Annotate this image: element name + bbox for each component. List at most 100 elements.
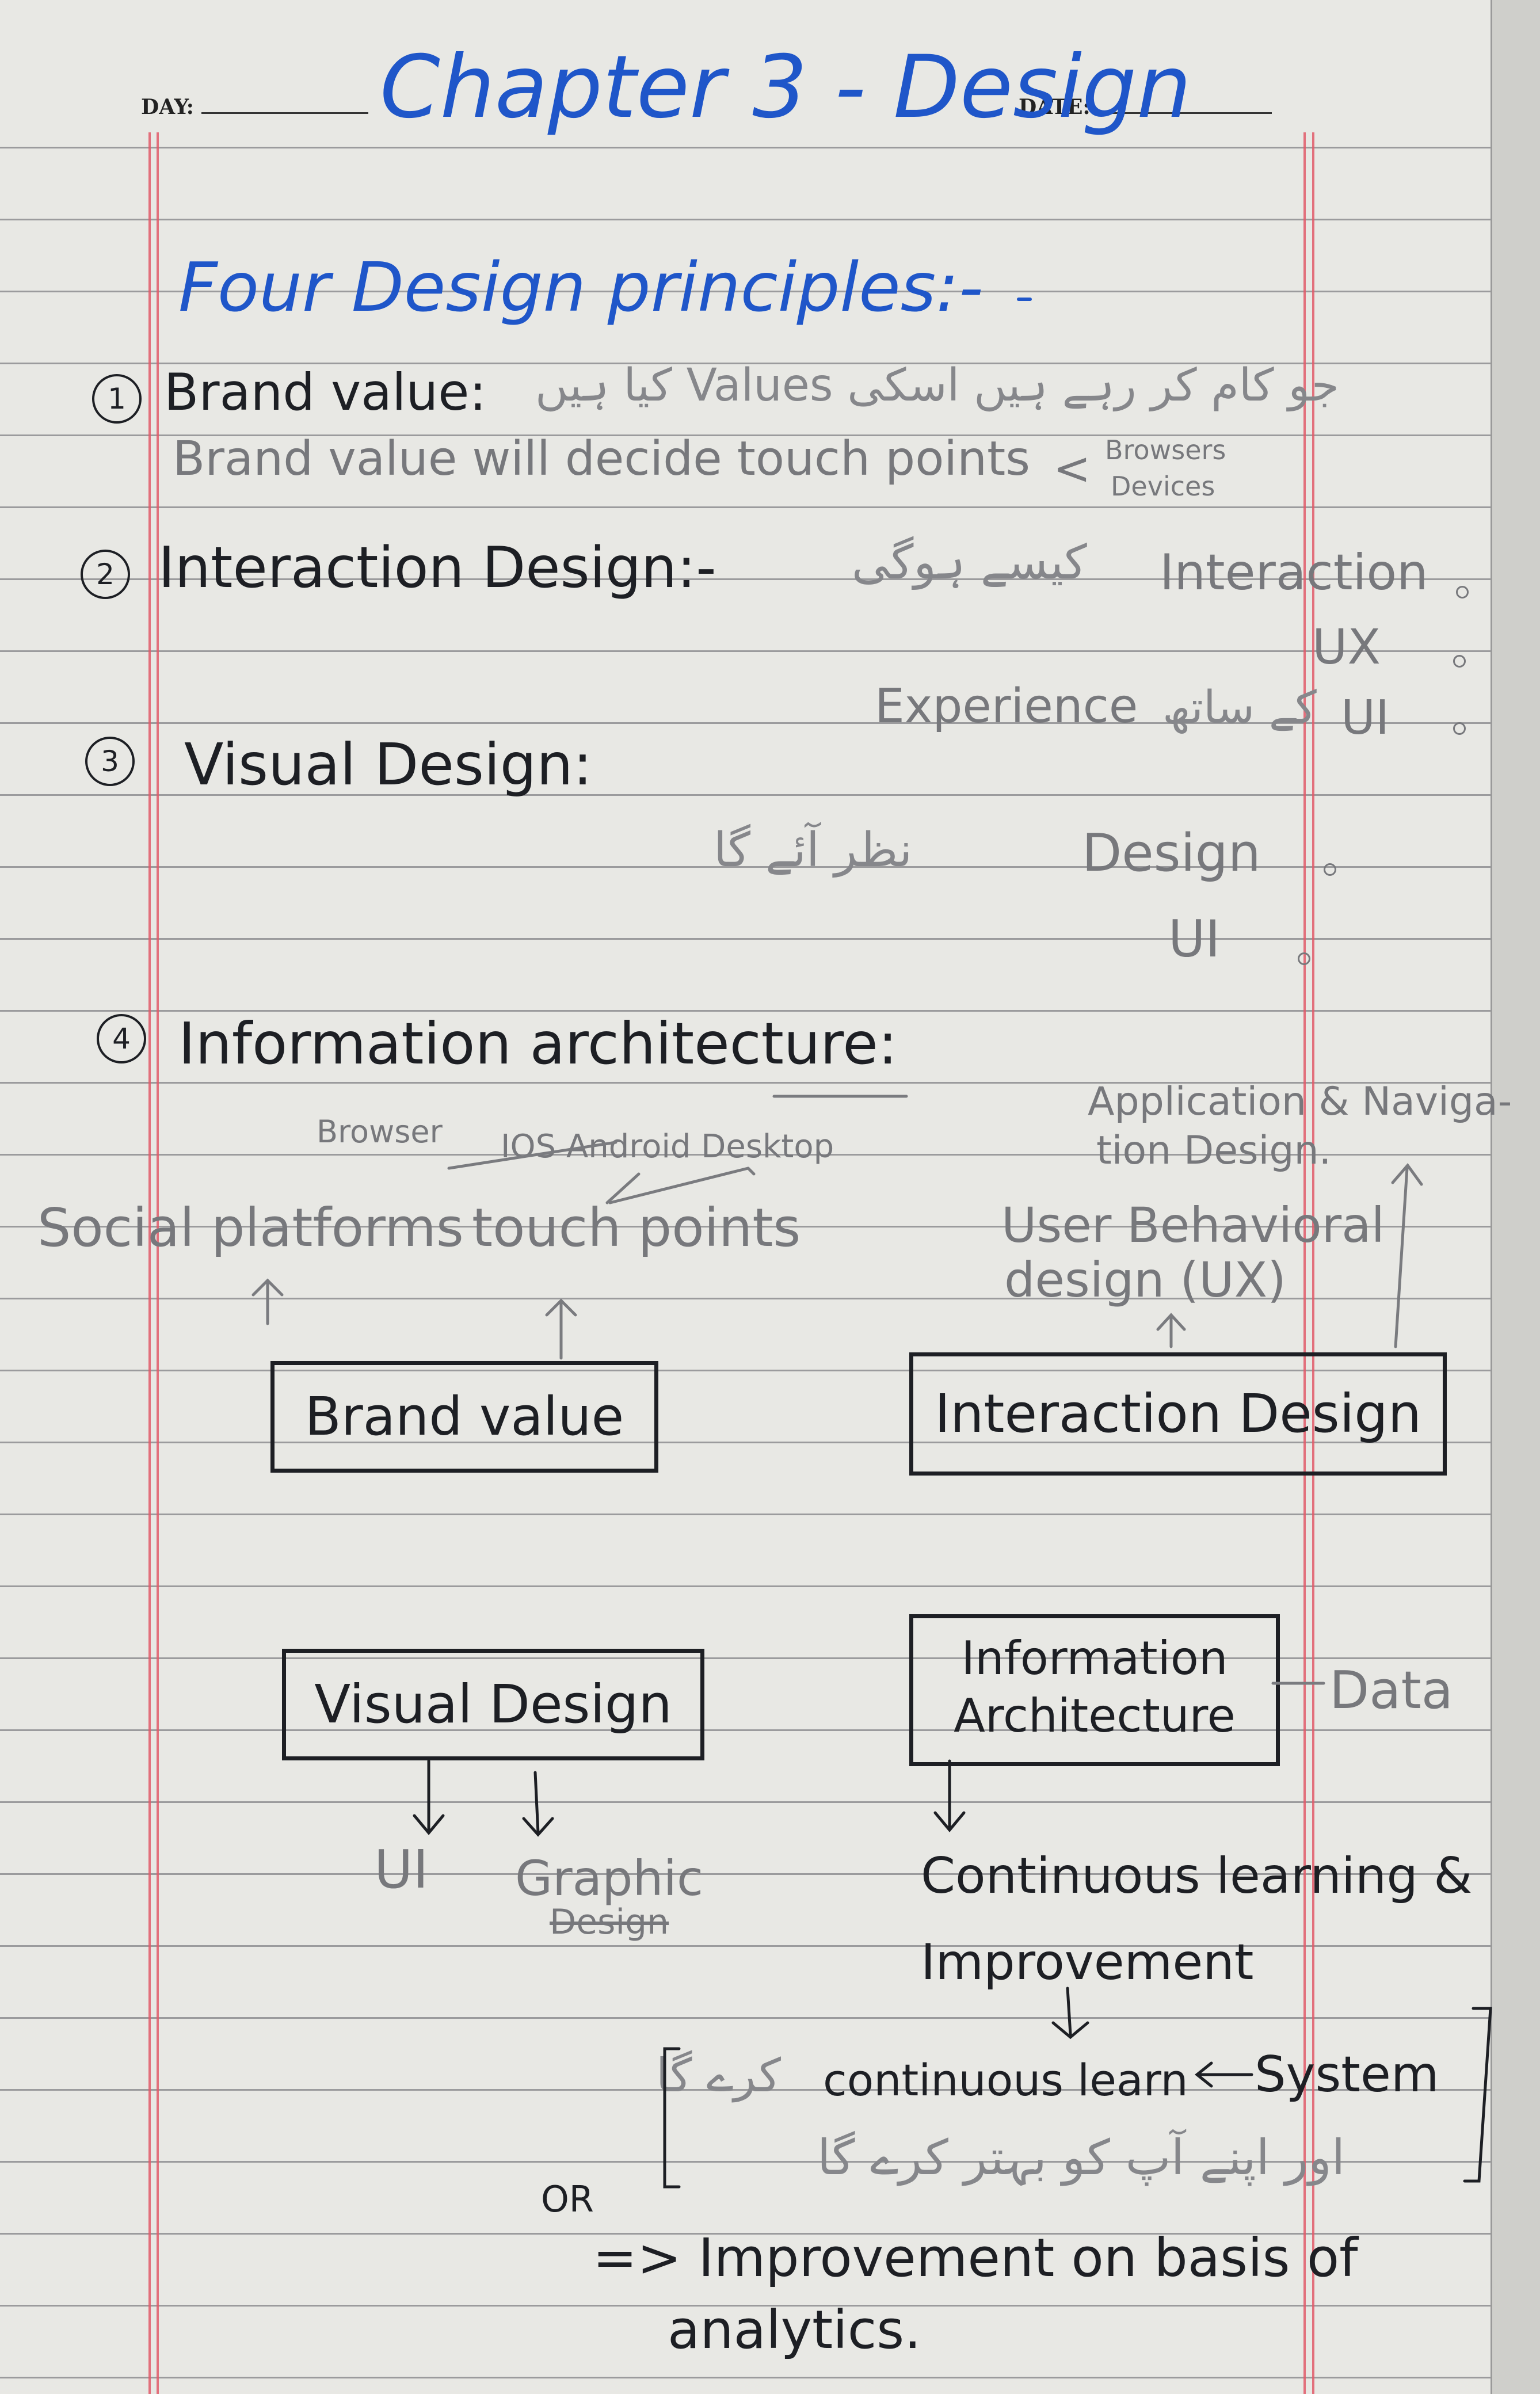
ruled-line <box>0 866 1491 868</box>
information-box-label-1: Information <box>961 1631 1228 1685</box>
number-3: 3 <box>85 737 135 786</box>
bracket-urdu-1: کرے گا <box>656 2049 781 2102</box>
branch-line <box>447 1141 617 1170</box>
ruled-line <box>0 434 1491 436</box>
ruled-line <box>0 506 1491 508</box>
information-box-label-2: Architecture <box>954 1689 1236 1743</box>
experience-urdu-note: کے ساتھ <box>1162 682 1317 734</box>
arrow-left-system <box>1194 2061 1253 2088</box>
ruled-line <box>0 650 1491 652</box>
chapter-title: Chapter 3 - Design <box>380 37 1192 138</box>
branch-line <box>608 1166 750 1204</box>
bullet-dot <box>1453 722 1466 735</box>
ruled-line <box>0 291 1491 292</box>
design-struck-label: Design <box>550 1902 669 1942</box>
design-note: Design <box>1082 823 1261 883</box>
ruled-line <box>0 722 1491 724</box>
day-line <box>201 112 368 114</box>
ruled-line <box>0 1442 1491 1443</box>
left-margin-line-2 <box>157 132 159 2394</box>
ruled-line <box>0 2161 1491 2163</box>
ruled-line <box>0 1585 1491 1587</box>
principle-visual-design: Visual Design: <box>184 731 593 798</box>
date-label: DATE: <box>1019 95 1091 119</box>
user-behavioral-label-2: design (UX) <box>1004 1252 1286 1308</box>
left-margin-line <box>148 132 151 2394</box>
ruled-line <box>0 1010 1491 1012</box>
arrow-down-graphic <box>522 1771 554 1837</box>
social-platforms-label: Social platforms <box>37 1197 464 1259</box>
system-label: System <box>1255 2046 1439 2103</box>
ui-note: UI <box>1341 691 1390 745</box>
bullet-dot <box>1298 952 1310 965</box>
or-label: OR <box>541 2178 594 2220</box>
continuous-learn-label: continuous learn <box>823 2054 1188 2106</box>
ruled-line <box>0 1514 1491 1515</box>
right-margin-line-2 <box>1312 132 1314 2394</box>
final-line-2: analytics. <box>668 2299 921 2361</box>
principle-interaction-design: Interaction Design:- <box>158 535 716 601</box>
ruled-line <box>0 1226 1491 1228</box>
interaction-urdu-note: کیسے ہوگی <box>852 535 1087 590</box>
day-label: DAY: <box>141 95 194 119</box>
interaction-term-note: Interaction <box>1160 544 1428 601</box>
ruled-line <box>0 794 1491 796</box>
ruled-line <box>0 578 1491 580</box>
ruled-line <box>0 1370 1491 1371</box>
principle-information-architecture: Information architecture: <box>178 1010 898 1077</box>
app-nav-label-1: Application & Naviga- <box>1088 1079 1512 1124</box>
bracket-urdu-2: اور اپنے آپ کو بہتر کرے گا <box>817 2129 1345 2186</box>
interaction-design-box-label: Interaction Design <box>934 1383 1421 1444</box>
ruled-line <box>0 2377 1491 2378</box>
branch-line <box>605 1172 641 1204</box>
ruled-line <box>0 363 1491 364</box>
user-behavioral-label-1: User Behavioral <box>1001 1197 1385 1253</box>
visual-design-box-label: Visual Design <box>314 1673 672 1735</box>
less-than-symbol: < <box>1053 443 1091 495</box>
right-bracket <box>1463 2007 1492 2183</box>
number-2: 2 <box>81 550 130 599</box>
brand-value-box-label: Brand value <box>304 1386 624 1447</box>
app-nav-label-2: tion Design. <box>1096 1128 1332 1173</box>
interaction-design-box: Interaction Design <box>909 1352 1447 1476</box>
ruled-line <box>0 2089 1491 2091</box>
bullet-dot <box>1324 863 1336 876</box>
ruled-line <box>0 147 1491 148</box>
arrow-down-ui <box>413 1759 445 1835</box>
ruled-line <box>0 1657 1491 1659</box>
ruled-line <box>0 1945 1491 1947</box>
touch-points-label: touch points <box>472 1197 801 1259</box>
brand-touchpoints-note: Brand value will decide touch points <box>173 432 1031 486</box>
ui-label: UI <box>374 1839 429 1900</box>
page-edge <box>1491 0 1540 2394</box>
section-heading: Four Design principles:- <box>178 247 984 327</box>
branch-line <box>746 1166 756 1176</box>
brand-value-box: Brand value <box>270 1361 658 1473</box>
information-architecture-box: Information Architecture <box>909 1614 1280 1766</box>
ruled-line <box>0 1154 1491 1156</box>
bullet-dot <box>1456 586 1469 598</box>
platforms-label: IOS Android Desktop <box>501 1128 834 1165</box>
ruled-line <box>0 1729 1491 1731</box>
arrow-up-app-nav <box>1391 1162 1423 1348</box>
arrow-up-social <box>251 1278 284 1325</box>
principle-brand-value: Brand value: <box>164 363 487 422</box>
visual-ui-note: UI <box>1168 909 1221 969</box>
arrow-up-touch-points <box>545 1298 577 1360</box>
ruled-line <box>0 1298 1491 1299</box>
visual-urdu-note: نظر آئے گا <box>714 823 913 878</box>
ruled-line <box>0 219 1491 220</box>
visual-design-box: Visual Design <box>282 1649 704 1760</box>
ruled-line <box>0 2017 1491 2019</box>
arrow-down-continuous <box>933 1759 966 1832</box>
data-label: Data <box>1329 1660 1453 1721</box>
brand-urdu-note: جو کام کر رہے ہیں اسکی Values کیا ہیں <box>535 360 1339 411</box>
ruled-line <box>0 1082 1491 1084</box>
ruled-line <box>0 2233 1491 2235</box>
ruled-line <box>0 1801 1491 1803</box>
arrow-down-improvement <box>1051 1987 1089 2040</box>
experience-note: Experience <box>875 679 1138 734</box>
date-line <box>1105 112 1272 114</box>
bullet-dot <box>1453 655 1466 668</box>
